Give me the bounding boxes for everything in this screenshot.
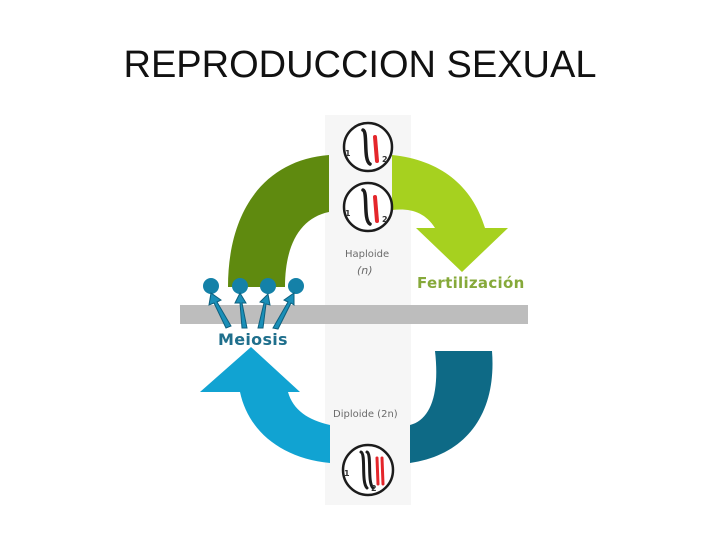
meiosis-label: Meiosis	[218, 330, 288, 349]
spore-arrow-3	[257, 292, 271, 329]
spores-group	[203, 278, 304, 330]
chromosome-black	[361, 128, 372, 166]
spore-arrow-2	[234, 291, 248, 329]
chromosome-red-a	[375, 456, 380, 486]
spore-1	[203, 278, 219, 294]
cell-3-number-left: 1	[344, 469, 350, 478]
arrow-meiosis	[200, 347, 330, 463]
haploid-cell-2	[342, 181, 394, 233]
chromosome-red-b	[380, 456, 385, 486]
slide-title: REPRODUCCION SEXUAL	[123, 44, 597, 86]
haploid-cell-1	[342, 121, 394, 173]
spore-4	[288, 278, 304, 294]
divider-bar	[180, 305, 528, 324]
spore-2	[232, 278, 248, 294]
chromosome-red	[373, 195, 379, 223]
cell-3-number-right: 2	[371, 484, 377, 493]
chromosome-black-a	[359, 450, 369, 490]
spore-3	[260, 278, 276, 294]
arc-top-left	[228, 155, 329, 287]
fertilization-label: Fertilización	[417, 274, 525, 292]
cell-2-number-left: 1	[345, 209, 351, 218]
haploid-label: Haploide	[345, 249, 390, 260]
chromosome-red	[373, 135, 379, 163]
diploid-label: Diploide (2n)	[333, 409, 398, 420]
arc-bottom-right	[410, 351, 493, 463]
arrow-fertilization	[392, 155, 508, 272]
chromosome-black-b	[365, 450, 375, 490]
diploid-cell	[341, 443, 395, 497]
chromosome-black	[361, 188, 372, 226]
spore-arrow-1	[208, 292, 232, 329]
spore-arrow-4	[272, 292, 295, 330]
cell-1-number-right: 2	[382, 155, 388, 164]
cell-2-number-right: 2	[382, 215, 388, 224]
haploid-symbol: (n)	[357, 264, 373, 277]
cell-1-number-left: 1	[345, 149, 351, 158]
